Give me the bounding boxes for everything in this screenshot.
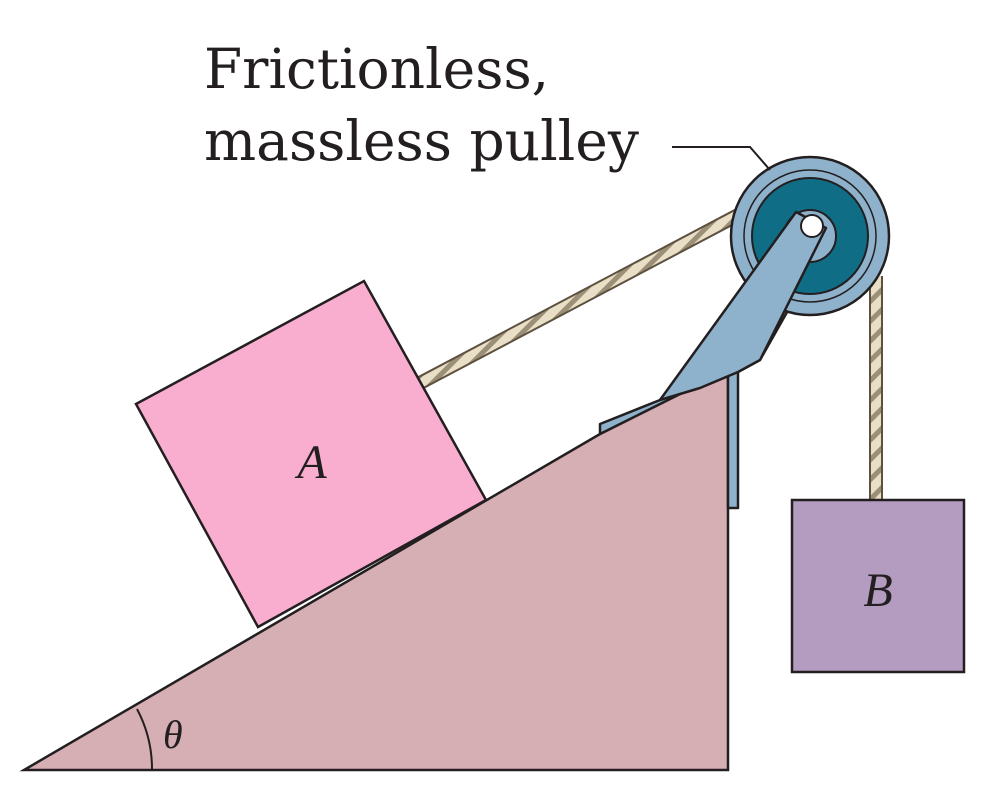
pulley-caption-line-1: Frictionless, [204, 37, 549, 101]
block-b [790, 498, 966, 674]
angle-arc [136, 708, 154, 771]
block-a [134, 279, 488, 629]
pulley-axle-icon [800, 214, 824, 238]
pulley-caption-line-2: massless pulley [204, 109, 639, 173]
rope-incline-segment [415, 207, 747, 389]
pulley-leader-line [672, 146, 771, 171]
pulley-axle-arm [658, 210, 828, 402]
angle-label: θ [163, 712, 183, 757]
block-a-label: A [294, 436, 327, 489]
block-b-label: B [863, 564, 892, 617]
